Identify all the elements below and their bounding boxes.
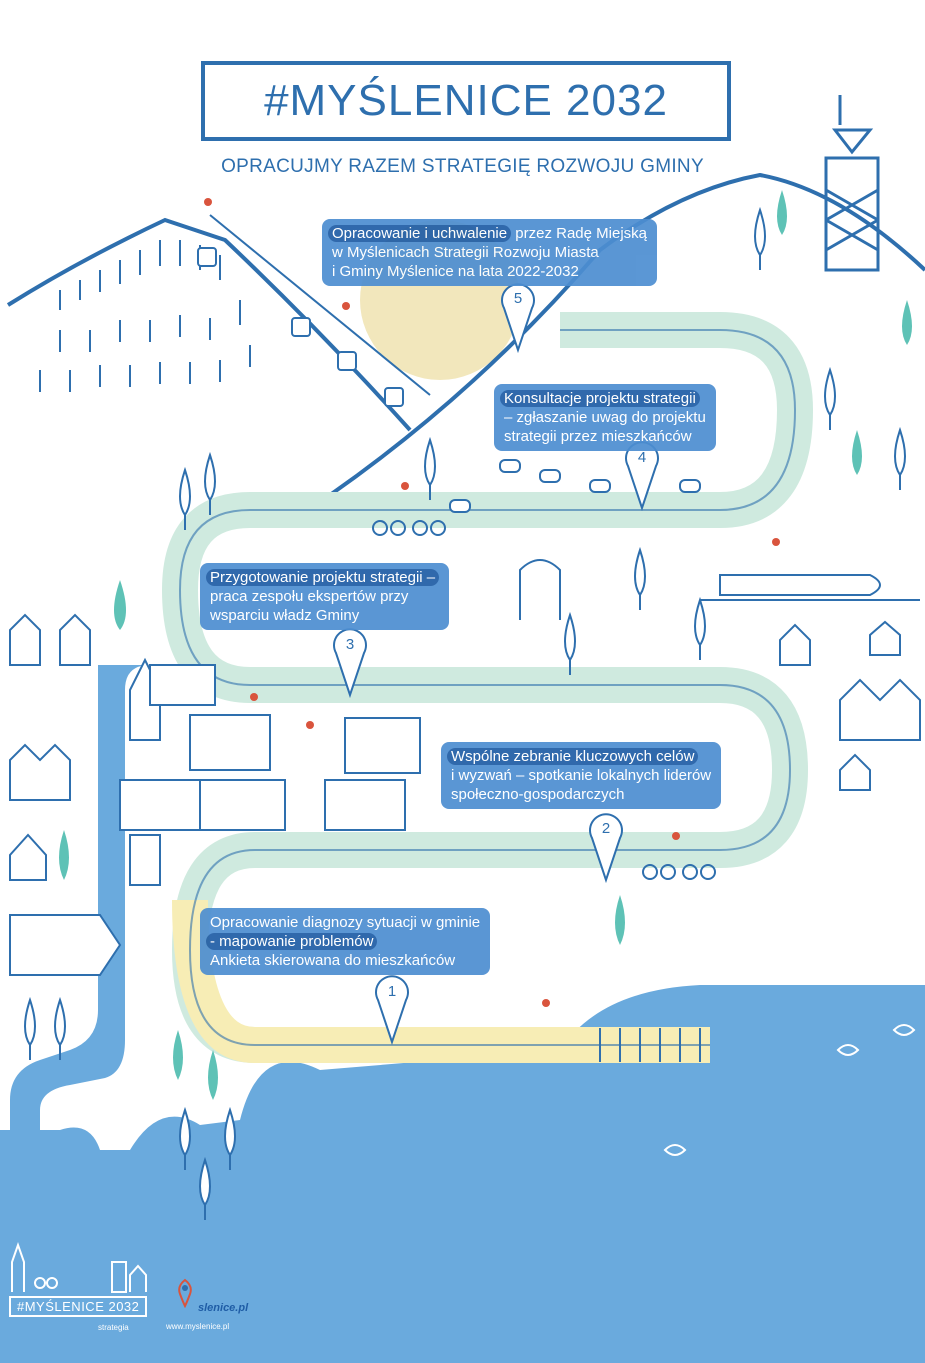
step-5-line-3: i Gminy Myślenice na lata 2022-2032 (332, 263, 579, 280)
step-4-highlight: Konsultacje projektu strategii (500, 390, 700, 407)
cable-line (209, 214, 431, 396)
footer-logo: #MYŚLENICE 2032 (9, 1296, 148, 1317)
step-2-box: Wspólne zebranie kluczowych celów i wyzw… (441, 742, 722, 809)
step-2-line-3: społeczno-gospodarczych (451, 786, 625, 803)
step-3-highlight: Przygotowanie projektu strategii – (206, 569, 440, 586)
step-2-line-1: Wspólne zebranie kluczowych celów (447, 747, 711, 766)
footer-site-name: slenice.pl (198, 1302, 249, 1314)
river-stream (10, 665, 150, 1135)
step-5-line-1: Opracowanie i uchwalenie przez Radę Miej… (328, 224, 647, 243)
step-4-line-1: Konsultacje projektu strategii (500, 389, 706, 408)
step-3-line-2: praca zespołu ekspertów przy (210, 588, 409, 605)
step-5-line-1-rest: przez Radę Miejską (511, 225, 647, 242)
step-3-line-1: Przygotowanie projektu strategii – (206, 568, 440, 587)
step-5-line-2: w Myślenicach Strategii Rozwoju Miasta (332, 244, 599, 261)
step-2-line-2: i wyzwań – spotkanie lokalnych liderów (451, 767, 712, 784)
cable-car-icon (197, 247, 404, 407)
pier (599, 1028, 701, 1062)
step-3-line-3: wsparciu władz Gminy (210, 607, 360, 624)
teal-tree-icon (59, 190, 912, 1100)
lake (9, 914, 122, 976)
heart-icon (204, 198, 780, 1007)
tunnel-icon (519, 559, 561, 620)
step-5-highlight: Opracowanie i uchwalenie (328, 225, 512, 242)
step-3-number: 3 (345, 636, 355, 653)
bicycle-icon (372, 520, 716, 880)
step-1-line-1: Opracowanie diagnozy sytuacji w gminie (210, 914, 481, 931)
tower-icon (824, 95, 880, 272)
left-mountain (6, 217, 412, 432)
footer-site-url: www.myslenice.pl (166, 1322, 230, 1331)
step-1-number: 1 (387, 983, 397, 1000)
map-pin-icon (333, 283, 659, 1046)
myslenice-logo-icon (178, 1278, 192, 1308)
step-4-line-2: – zgłaszanie uwag do projektu (504, 409, 706, 426)
river-water (0, 985, 925, 1363)
step-3-box: Przygotowanie projektu strategii – praca… (200, 563, 450, 630)
road-edge (178, 329, 797, 1046)
footer-skyline (11, 1241, 147, 1293)
step-4-box: Konsultacje projektu strategii – zgłasza… (494, 384, 716, 451)
step-1-line-3: Ankieta skierowana do mieszkańców (210, 952, 456, 969)
train-icon (700, 574, 920, 601)
footer-logo-tag: strategia (98, 1323, 129, 1332)
town-houses (9, 613, 921, 886)
step-1-box: Opracowanie diagnozy sytuacji w gminie -… (200, 908, 491, 975)
page-subtitle: OPRACUJMY RAZEM STRATEGIĘ ROZWOJU GMINY (221, 156, 704, 177)
title-box: #MYŚLENICE 2032 (201, 61, 731, 141)
step-2-highlight: Wspólne zebranie kluczowych celów (447, 748, 699, 765)
step-4-line-3: strategii przez mieszkańców (504, 428, 692, 445)
step-5-number: 5 (513, 290, 523, 307)
mountain-hatching (39, 240, 251, 392)
step-1-highlight: - mapowanie problemów (206, 933, 378, 950)
step-5-box: Opracowanie i uchwalenie przez Radę Miej… (322, 219, 657, 286)
step-1-line-2: - mapowanie problemów (206, 932, 480, 951)
tree-icon (24, 206, 906, 1220)
fish-icon (663, 1024, 916, 1156)
speech-bubble-icon (449, 459, 701, 513)
page-title: #MYŚLENICE 2032 (264, 76, 668, 125)
step-4-number: 4 (637, 449, 647, 466)
step-2-number: 2 (601, 820, 611, 837)
